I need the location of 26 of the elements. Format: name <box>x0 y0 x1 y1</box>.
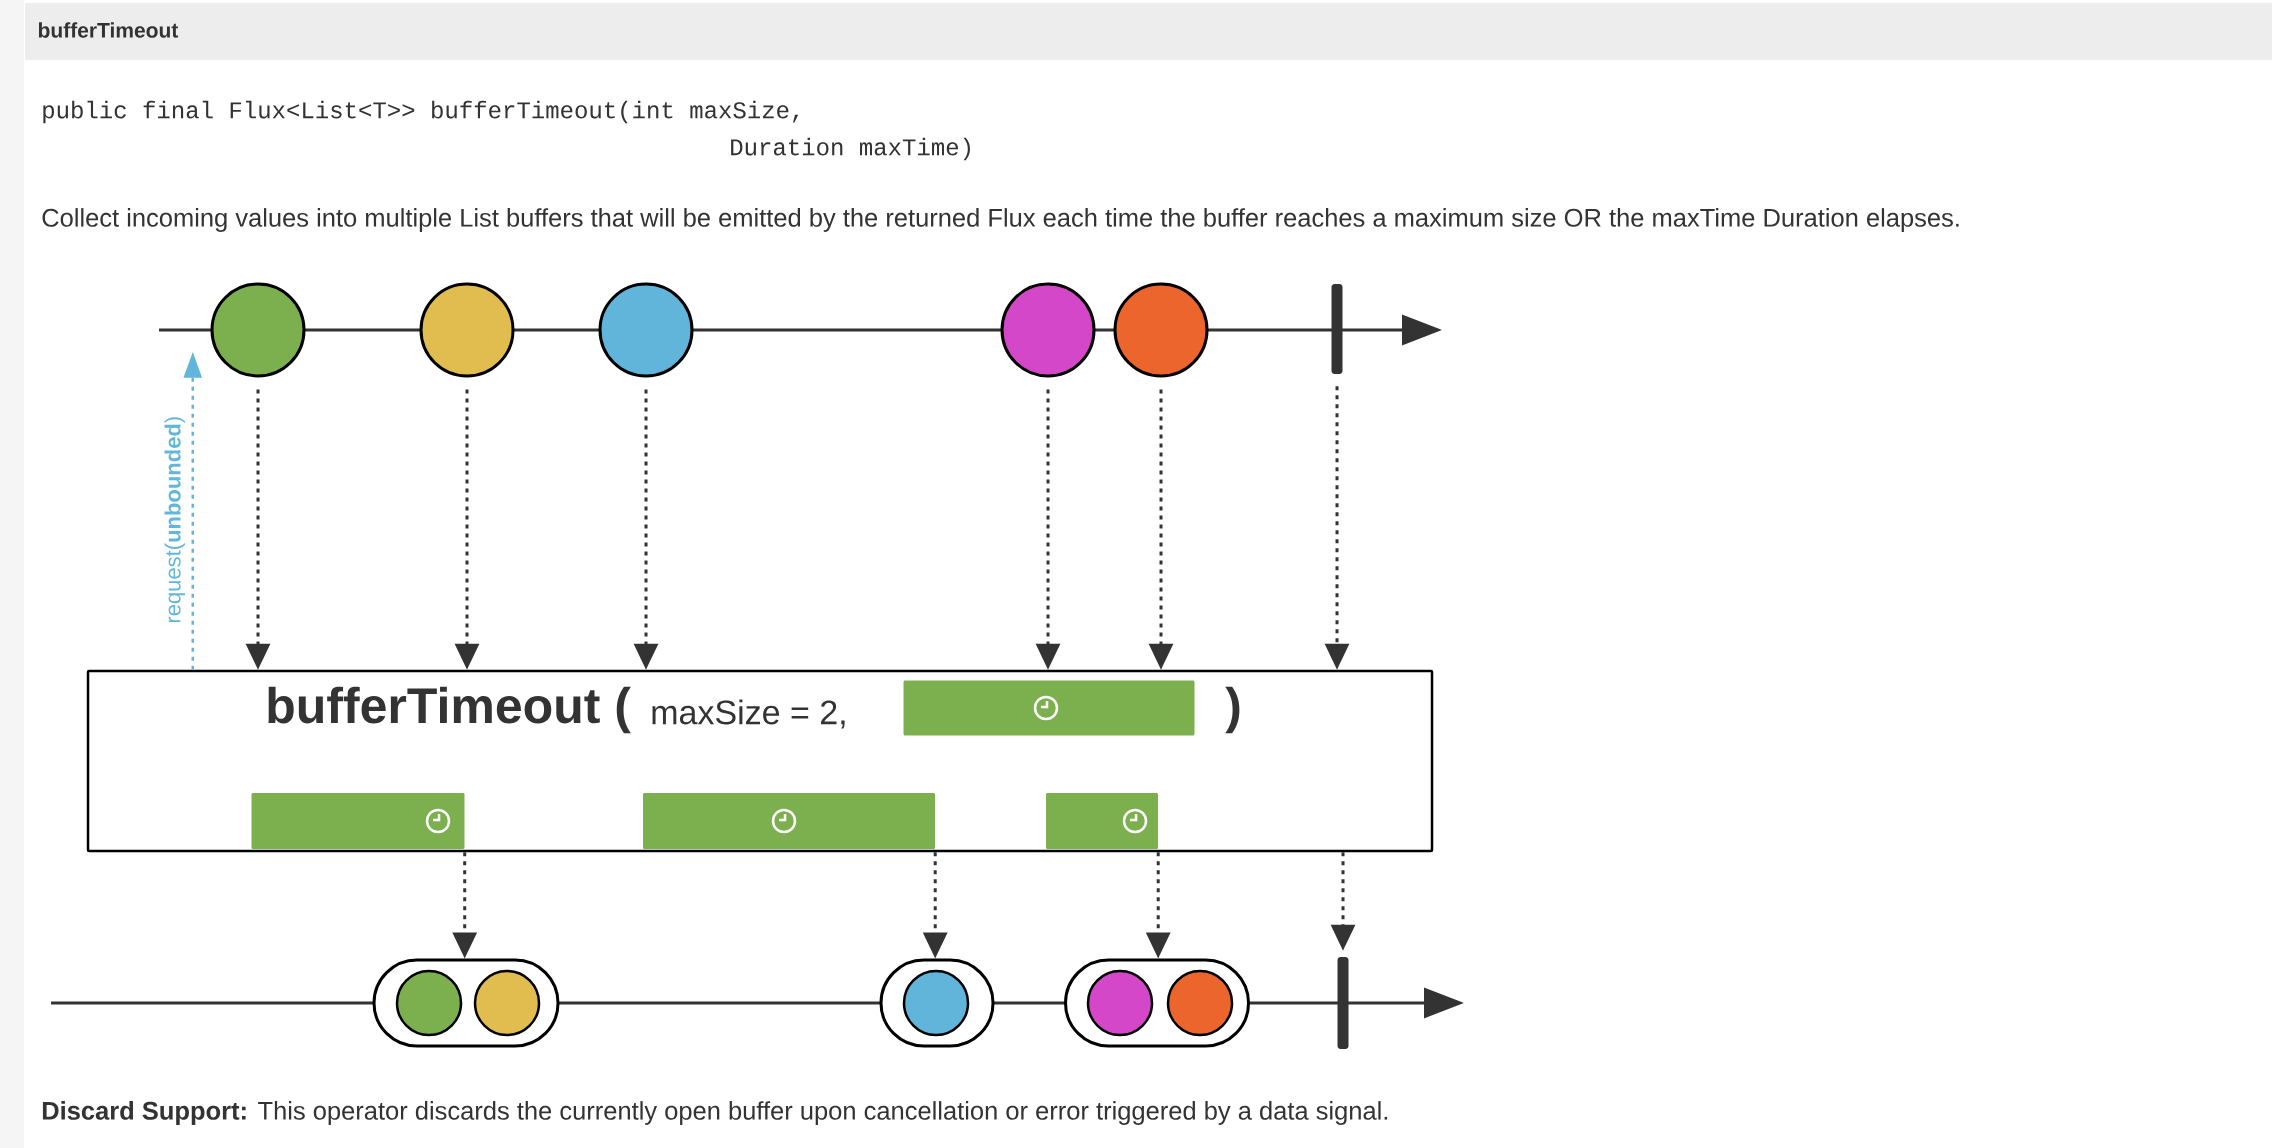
description-text: Discard Support: This operator discards the currently open buffer upon cancellation or error triggered by a data signal. <box>42 1101 1388 1125</box>
description-text: Collect incoming values into multiple List buffers that will be emitted by the returned Flux each time the buffer reaches a maximum size OR the maxTime Duration elapses. <box>42 208 1959 232</box>
marble-circle <box>395 969 463 1037</box>
code-signature: public final Flux<List<T>> bufferTimeout(int maxSize, <box>43 100 799 124</box>
completion-bar <box>251 793 465 849</box>
marble-circle <box>1086 969 1154 1037</box>
header-bar: bufferTimeout <box>25 3 2272 60</box>
marble-circle <box>1000 282 1096 378</box>
marble-circle <box>1113 282 1209 378</box>
operator-label: maxSize = 2, <box>652 699 845 729</box>
marble-circle <box>1166 969 1234 1037</box>
marble-circle <box>473 969 541 1037</box>
completion-bar <box>1337 957 1349 1049</box>
completion-bar <box>1331 284 1343 374</box>
operator-label: ) <box>1225 686 1240 734</box>
operator-box <box>86 669 1434 853</box>
completion-bar <box>1046 793 1158 849</box>
marble-circle <box>419 282 515 378</box>
marble-circle <box>902 969 970 1037</box>
marble-circle <box>210 282 306 378</box>
edge-label: request(unbounded) <box>164 417 185 623</box>
completion-bar <box>643 793 935 849</box>
operator-label: bufferTimeout ( <box>268 686 631 734</box>
marble-circle <box>598 282 694 378</box>
code-signature: Duration maxTime) <box>731 137 970 161</box>
completion-bar <box>903 680 1195 736</box>
